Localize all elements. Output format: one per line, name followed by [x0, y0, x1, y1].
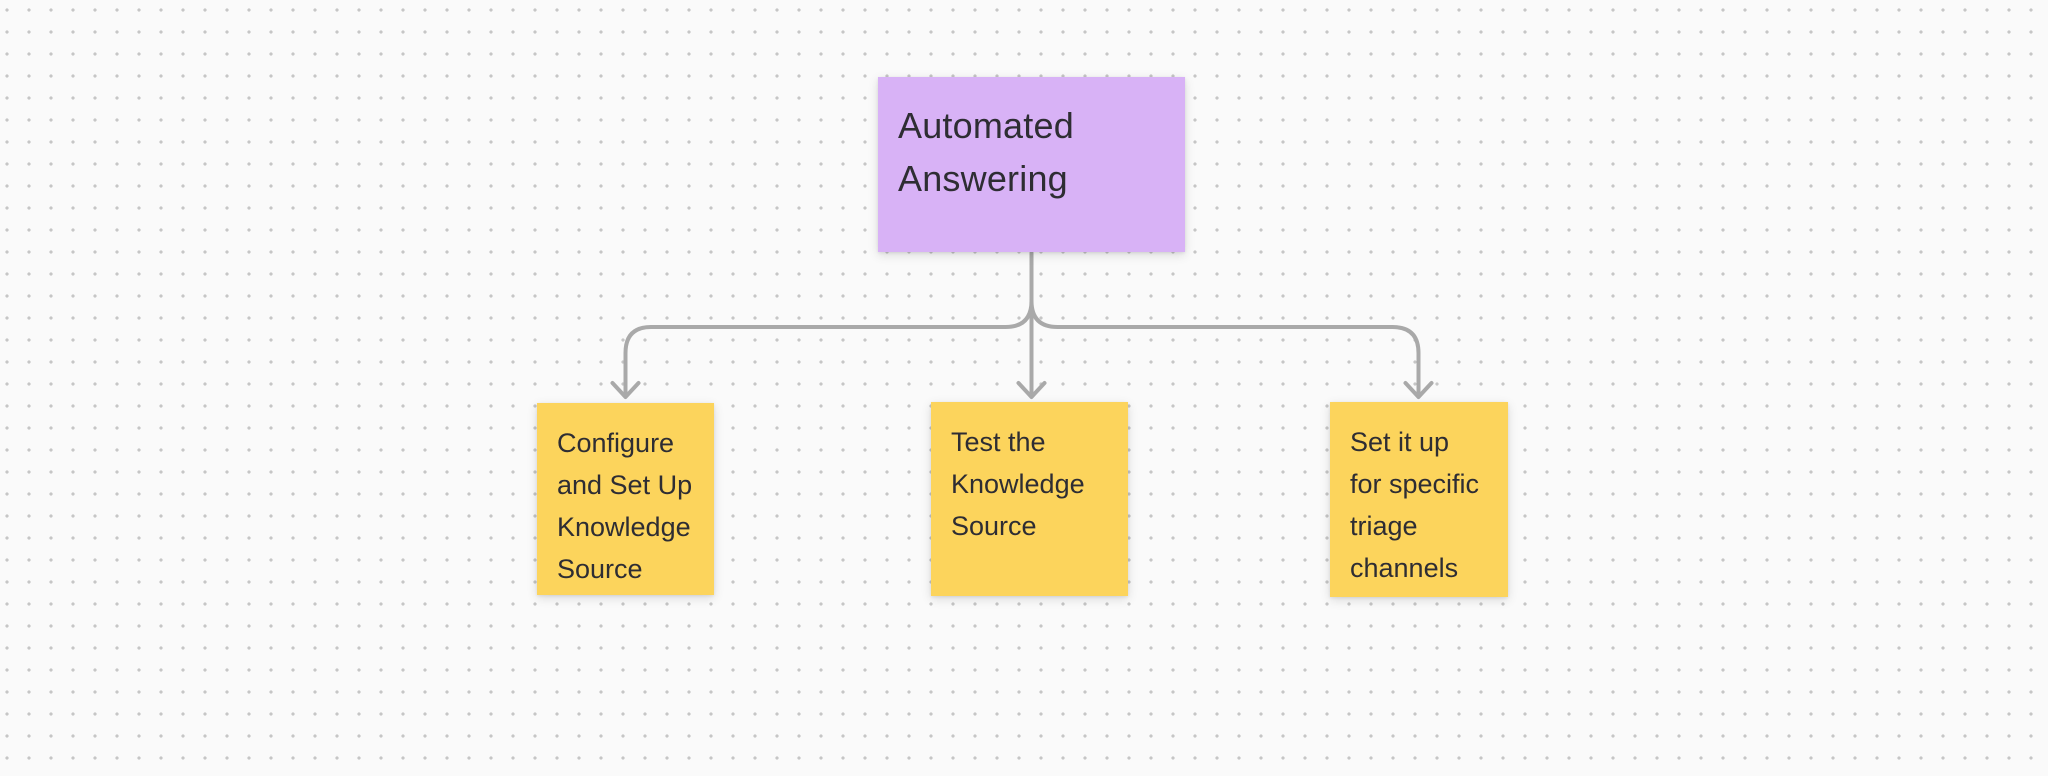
- connector-root-to-right[interactable]: [1029, 299, 1421, 398]
- node-label: Configure and Set Up Knowledge Source: [557, 428, 693, 584]
- connector-root-to-left[interactable]: [623, 299, 1034, 398]
- node-label: Test the Knowledge Source: [951, 427, 1085, 541]
- arrowhead-right-icon: [1403, 381, 1434, 399]
- arrowhead-middle-icon: [1016, 381, 1047, 399]
- node-automated-answering[interactable]: Automated Answering: [878, 77, 1185, 252]
- node-label: Automated Answering: [898, 105, 1074, 199]
- arrowhead-left-icon: [610, 381, 641, 399]
- node-label: Set it up for specific triage channels: [1350, 427, 1480, 583]
- node-configure-knowledge-source[interactable]: Configure and Set Up Knowledge Source: [537, 403, 714, 595]
- node-triage-channels[interactable]: Set it up for specific triage channels: [1330, 402, 1508, 597]
- node-test-knowledge-source[interactable]: Test the Knowledge Source: [931, 402, 1128, 596]
